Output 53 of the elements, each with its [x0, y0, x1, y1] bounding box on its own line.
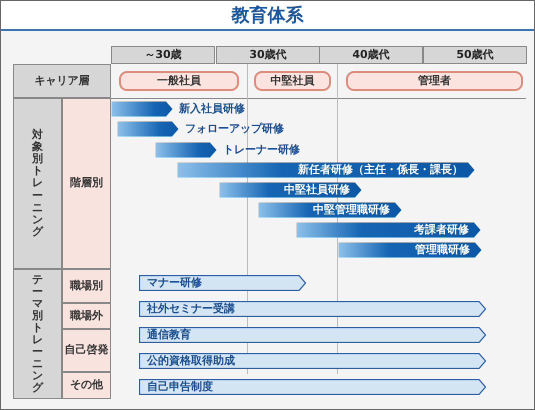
bar-text: 中堅管理職研修	[313, 202, 390, 218]
pill-text: 一般社員	[157, 72, 201, 89]
bar-text: 考課者研修	[414, 222, 469, 238]
row-header	[13, 98, 62, 269]
arrow-bar	[139, 327, 486, 343]
header-text: 職場外	[70, 308, 103, 324]
header-text: その他	[70, 377, 103, 394]
row-header	[13, 64, 111, 98]
career-pill	[346, 71, 523, 91]
pill-text: 管理者	[418, 72, 451, 89]
arrow-bar	[139, 301, 486, 317]
header-text: キャリア層	[34, 72, 90, 89]
header-text: 階層別	[70, 175, 103, 192]
header-text: 対象別トレーニング	[32, 129, 43, 238]
bar-text: マナー研修	[147, 274, 202, 291]
arrow-bar	[139, 353, 486, 369]
pill-text: 中堅社員	[270, 72, 314, 89]
bar-text: 自己申告制度	[147, 378, 213, 395]
arrow-bar	[139, 275, 306, 291]
bar-text: 管理職研修	[415, 242, 470, 258]
bar-text: 新任者研修（主任・係長・課長）	[298, 162, 463, 178]
header-text: テーマ別トレーニング	[32, 274, 43, 394]
age-header: 50歳代	[423, 46, 527, 64]
bar-text: 公的資格取得助成	[147, 352, 235, 369]
title: 教育体系	[232, 4, 304, 28]
age-header: 30歳代	[216, 46, 320, 64]
row-header	[62, 329, 111, 372]
row-header	[62, 303, 111, 329]
row-header	[62, 269, 111, 303]
career-pill	[254, 71, 331, 91]
bar-text: 通信教育	[147, 326, 191, 343]
row-header	[62, 372, 111, 399]
age-header: ～30歳	[111, 46, 215, 64]
arrow-bar	[296, 222, 481, 238]
arrow-bar	[258, 202, 402, 218]
arrow-bar	[177, 162, 475, 178]
row-header	[62, 98, 111, 269]
arrow-bar	[111, 101, 173, 117]
arrow-bar	[338, 242, 482, 258]
arrow-bar	[139, 379, 486, 395]
header-text: 自己啓発	[64, 342, 108, 358]
arrow-bar	[155, 142, 217, 158]
bar-label: トレーナー研修	[223, 142, 300, 158]
row-header	[13, 269, 62, 399]
header-text: 職場別	[70, 278, 103, 294]
bar-label: フォローアップ研修	[185, 121, 284, 137]
arrow-bar	[117, 121, 179, 137]
age-header: 40歳代	[319, 46, 423, 64]
bar-text: 社外セミナー受講	[147, 300, 235, 317]
bar-label: 新入社員研修	[179, 101, 245, 117]
career-pill	[119, 71, 239, 91]
arrow-bar	[219, 182, 362, 198]
bar-text: 中堅社員研修	[284, 182, 350, 198]
